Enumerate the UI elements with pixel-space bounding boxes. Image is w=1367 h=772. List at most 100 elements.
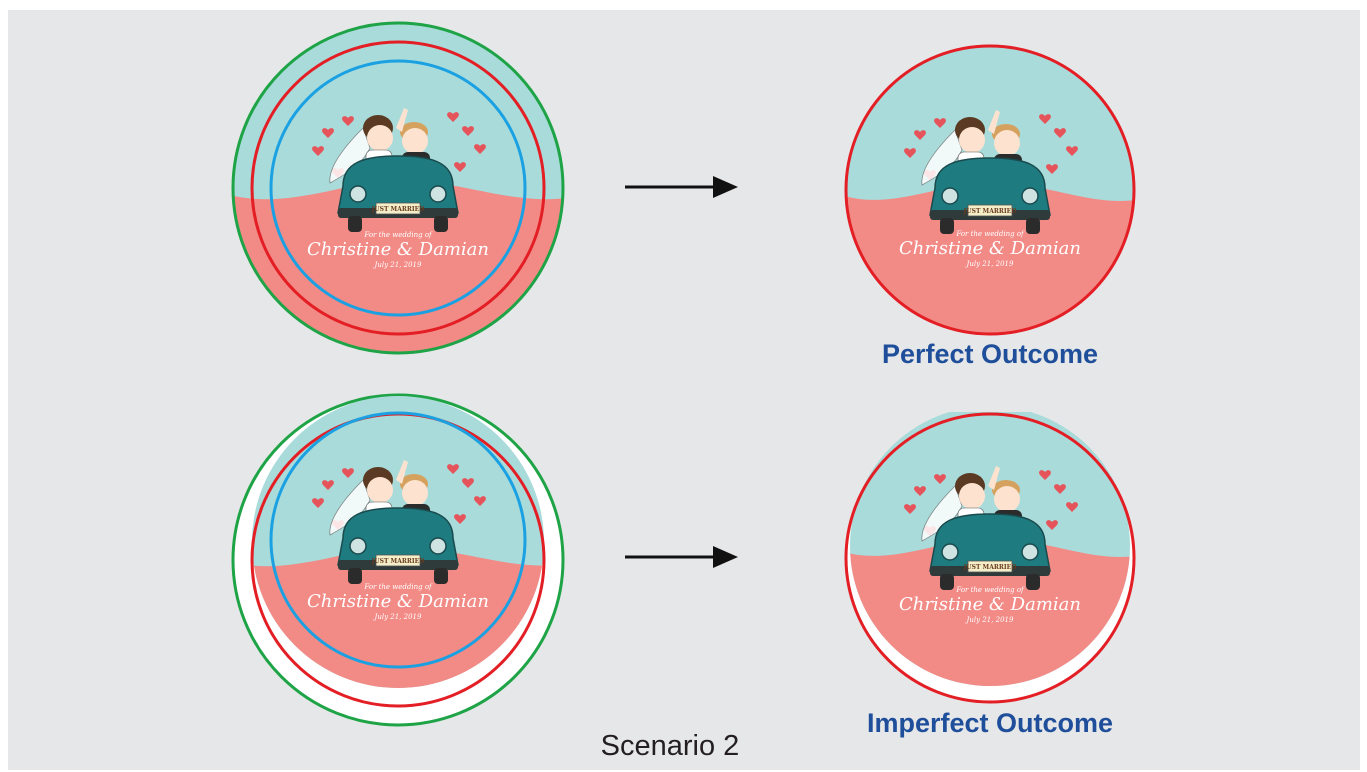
veil bbox=[921, 485, 963, 542]
bride-face bbox=[959, 483, 985, 509]
car-body bbox=[337, 507, 459, 566]
caption-subtitle: For the wedding of bbox=[955, 586, 1025, 594]
license-plate bbox=[967, 204, 1013, 217]
heart-icon bbox=[454, 514, 466, 524]
plate-text: JUST MARRIED bbox=[371, 206, 425, 213]
heart-icon bbox=[474, 496, 486, 506]
caption-subtitle: For the wedding of bbox=[363, 583, 433, 591]
couple-car-illustration: JUST MARRIED bbox=[312, 108, 486, 232]
headlight-right bbox=[1021, 187, 1039, 205]
raised-arm bbox=[988, 466, 1000, 490]
caption-date: July 21, 2019 bbox=[965, 616, 1014, 624]
groom-face bbox=[402, 128, 428, 154]
caption-names: Christine & Damian bbox=[899, 238, 1081, 259]
plate-text: JUST MARRIED bbox=[963, 564, 1017, 571]
wheel-left bbox=[940, 574, 954, 590]
license-plate bbox=[375, 554, 421, 567]
heart-icon bbox=[904, 148, 916, 158]
wheel-right bbox=[1026, 218, 1040, 234]
wheel-left bbox=[348, 216, 362, 232]
raised-arm bbox=[988, 110, 1000, 134]
plate-text: JUST MARRIED bbox=[963, 208, 1017, 215]
heart-icon bbox=[447, 112, 459, 122]
heart-icon bbox=[312, 146, 324, 156]
heart-icon bbox=[934, 118, 946, 128]
heart-icon bbox=[454, 162, 466, 172]
veil bbox=[329, 479, 371, 536]
heart-icon bbox=[462, 478, 474, 488]
car-body bbox=[929, 513, 1051, 572]
bride-face bbox=[367, 125, 393, 151]
groom-face bbox=[994, 486, 1020, 512]
wheel-left bbox=[940, 218, 954, 234]
heart-icon bbox=[312, 498, 324, 508]
diagram-canvas bbox=[8, 10, 1360, 770]
headlight-right bbox=[1021, 543, 1039, 561]
caption-subtitle: For the wedding of bbox=[363, 231, 433, 239]
veil bbox=[921, 129, 963, 186]
printed-sticker-imperfect: JUST MARRIED For the wedding ofChristine… bbox=[844, 412, 1136, 704]
caption-date: July 21, 2019 bbox=[373, 261, 422, 269]
wheel-left bbox=[348, 568, 362, 584]
headlight-left bbox=[349, 185, 367, 203]
heart-icon bbox=[1054, 484, 1066, 494]
heart-icon bbox=[1046, 164, 1058, 174]
couple-car-illustration: JUST MARRIED bbox=[312, 460, 486, 584]
heart-icon bbox=[1046, 520, 1058, 530]
heart-icon bbox=[914, 486, 926, 496]
caption-names: Christine & Damian bbox=[307, 239, 489, 260]
bride-face bbox=[367, 477, 393, 503]
headlight-left bbox=[941, 543, 959, 561]
heart-icon bbox=[1054, 128, 1066, 138]
heart-icon bbox=[1066, 146, 1078, 156]
headlight-right bbox=[429, 185, 447, 203]
caption-subtitle: For the wedding of bbox=[955, 230, 1025, 238]
raised-arm bbox=[396, 108, 408, 132]
license-plate bbox=[375, 202, 421, 215]
caption-names: Christine & Damian bbox=[899, 594, 1081, 615]
heart-icon bbox=[342, 468, 354, 478]
design-with-bleed-imperfect: JUST MARRIED For the wedding ofChristine… bbox=[231, 393, 565, 727]
heart-icon bbox=[1039, 114, 1051, 124]
outcome-label-perfect: Perfect Outcome bbox=[881, 339, 1099, 369]
caption-names: Christine & Damian bbox=[307, 591, 489, 612]
car-body bbox=[929, 157, 1051, 216]
couple-car-illustration: JUST MARRIED bbox=[904, 110, 1078, 234]
outcome-label-imperfect: Imperfect Outcome bbox=[866, 708, 1114, 738]
printed-sticker-perfect: JUST MARRIED For the wedding ofChristine… bbox=[844, 44, 1136, 336]
car-body bbox=[337, 155, 459, 214]
heart-icon bbox=[1066, 502, 1078, 512]
heart-icon bbox=[447, 464, 459, 474]
heart-icon bbox=[474, 144, 486, 154]
heart-icon bbox=[934, 474, 946, 484]
groom-face bbox=[994, 130, 1020, 156]
arrow-right-icon bbox=[625, 546, 738, 568]
caption-date: July 21, 2019 bbox=[965, 260, 1014, 268]
heart-icon bbox=[322, 128, 334, 138]
plate-text: JUST MARRIED bbox=[371, 558, 425, 565]
couple-car-illustration: JUST MARRIED bbox=[904, 466, 1078, 590]
caption-date: July 21, 2019 bbox=[373, 613, 422, 621]
heart-icon bbox=[322, 480, 334, 490]
heart-icon bbox=[342, 116, 354, 126]
license-plate bbox=[967, 560, 1013, 573]
scenario-label: Scenario 2 bbox=[600, 730, 740, 762]
heart-icon bbox=[462, 126, 474, 136]
design-with-bleed-perfect: JUST MARRIED For the wedding ofChristine… bbox=[231, 21, 565, 355]
headlight-left bbox=[941, 187, 959, 205]
groom-face bbox=[402, 480, 428, 506]
headlight-right bbox=[429, 537, 447, 555]
headlight-left bbox=[349, 537, 367, 555]
raised-arm bbox=[396, 460, 408, 484]
heart-icon bbox=[1039, 470, 1051, 480]
bride-face bbox=[959, 127, 985, 153]
wheel-right bbox=[434, 216, 448, 232]
heart-icon bbox=[914, 130, 926, 140]
veil bbox=[329, 127, 371, 184]
arrow-right-icon bbox=[625, 176, 738, 198]
wheel-right bbox=[434, 568, 448, 584]
